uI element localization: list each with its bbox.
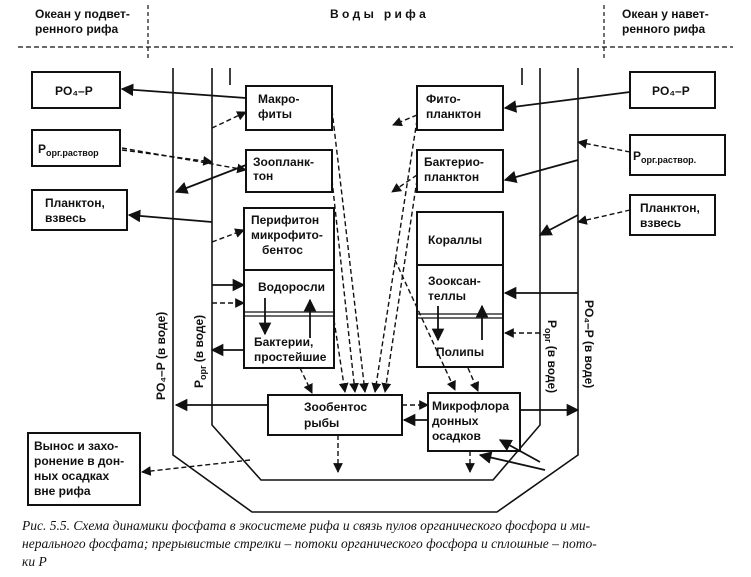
macrophytes-box [245, 85, 333, 131]
darrow-right-porg-to-channel [577, 138, 631, 153]
bacteria-line2: простейшие [254, 350, 327, 364]
bottom-boxes: Зообентос рыбы Микрофлора донных осадков [267, 392, 521, 452]
dashed-arrows [121, 109, 631, 476]
periphyton-line3: бентос [262, 243, 303, 257]
right-po4-label: PO₄–P [652, 84, 690, 98]
periphyton-line2: микрофито- [251, 228, 323, 242]
figure-caption: Рис. 5.5. Схема динамики фосфата в экоси… [21, 518, 597, 569]
right-porg-box [629, 134, 726, 176]
zoobenthos-line1: Зообентос [304, 400, 367, 414]
corals-box [416, 211, 504, 368]
zooxanthellae-line2: теллы [428, 289, 466, 303]
right-plankton-line1: Планктон, [640, 201, 700, 215]
caption-line1: Рис. 5.5. Схема динамики фосфата в экоси… [21, 518, 591, 533]
zoobenthos-box [267, 394, 403, 436]
darrow-zoo-to-zoobenthos [331, 179, 359, 393]
channel-inner [229, 68, 523, 85]
right-po4-box [629, 71, 716, 109]
darrow-left-porg-to-zoo [121, 147, 247, 174]
header-left-line1: Океан у подвет- [35, 7, 130, 21]
inner-right-boxes: Фито- планктон Бактерио- планктон Коралл… [416, 85, 504, 368]
darrow-bacteria-to-zoobenthos [299, 367, 313, 394]
bacterioplankton-line2: планктон [424, 170, 479, 184]
arrow-microflora-to-channel [498, 439, 541, 463]
left-plankton-line1: Планктон, [45, 196, 105, 210]
phytoplankton-line2: планктон [426, 107, 481, 121]
darrow-left-channel-to-periphyton [211, 228, 245, 243]
right-inner-channel-label: Pорг(в воде) [543, 320, 559, 393]
darrow-bacterio-to-zoobenthos [381, 179, 418, 393]
caption-line3: ки Р [22, 554, 47, 569]
right-plankton-box [629, 194, 716, 236]
left-ocean-boxes: PO₄–P Pорг.раствор Планктон, взвесь Выно… [27, 71, 141, 506]
bacterioplankton-line1: Бактерио- [424, 155, 484, 169]
left-export-line2: ронение в дон- [34, 454, 124, 468]
darrow-bacterio-to-zoo [391, 174, 418, 193]
right-outer-channel-label: PO₄–P (в воде) [582, 300, 596, 388]
periphyton-line1: Перифитон [251, 213, 319, 227]
arrow-left-channel-to-plankton [127, 209, 213, 223]
solid-arrows [120, 83, 631, 471]
darrow-polyps-to-microflora [467, 367, 479, 392]
darrow-phyto-to-channel [392, 114, 418, 127]
darrow-channel-to-macro [211, 111, 247, 129]
microflora-line3: осадков [432, 429, 481, 443]
macrophytes-line1: Макро- [258, 92, 299, 106]
left-export-line4: вне рифа [34, 484, 91, 498]
darrow-macro-to-zoobenthos [331, 109, 369, 393]
darrow-bottom-to-export [141, 459, 251, 476]
algae-label: Водоросли [258, 280, 325, 294]
left-inner-channel-label: Pорг(в воде) [192, 315, 208, 388]
corals-label: Кораллы [428, 233, 482, 247]
macrophytes-line2: фиты [258, 107, 292, 121]
left-po4-label: PO₄–P [55, 84, 93, 98]
left-po4-box [31, 71, 121, 109]
left-export-box [27, 432, 141, 506]
left-export-line3: ных осадках [34, 469, 109, 483]
darrow-left-porg-to-channel [121, 149, 213, 166]
arrow-macro-to-left-po4 [120, 83, 247, 99]
phytoplankton-line1: Фито- [426, 92, 461, 106]
arrow-zoo-to-left-channel [174, 164, 247, 194]
left-outer-channel-label: PO₄–P (в воде) [154, 312, 168, 400]
polyps-label: Полипы [436, 345, 484, 359]
phytoplankton-box [416, 85, 504, 131]
right-ocean-boxes: PO₄–P Pорг.раствор. Планктон, взвесь [629, 71, 726, 236]
periphyton-box [243, 207, 335, 369]
left-plankton-line2: взвесь [45, 211, 86, 225]
header-center: В о д ы р и ф а [330, 7, 426, 21]
microflora-line1: Микрофлора [432, 399, 509, 413]
right-porg-label: Pорг.раствор. [633, 149, 696, 165]
darrow-phyto-to-zoobenthos [371, 119, 418, 393]
right-plankton-line2: взвесь [640, 216, 681, 230]
arrow-right-channel-to-corals [538, 214, 579, 236]
darrow-periphyton-to-zoobenthos [333, 319, 349, 393]
bacteria-line1: Бактерии, [254, 335, 313, 349]
zooplankton-line2: тон [253, 169, 273, 183]
left-porg-label: Pорг.раствор [38, 142, 99, 158]
header-right-line2: ренного рифа [622, 22, 706, 36]
header-left-line2: ренного рифа [35, 22, 119, 36]
darrow-right-plankton-to-channel [577, 209, 631, 225]
arrow-right-po4-to-phyto [503, 91, 631, 113]
arrow-microflora-bottom-right [478, 451, 546, 471]
channel-outer [172, 68, 579, 513]
left-plankton-box [31, 189, 128, 231]
header: Океан у подвет- ренного рифа В о д ы р и… [18, 5, 733, 58]
channel-middle [211, 68, 541, 481]
channel-labels: PO₄–P (в воде) Pорг(в воде) Pорг(в воде)… [154, 300, 596, 400]
left-porg-box [31, 129, 121, 167]
zoobenthos-line2: рыбы [304, 416, 339, 430]
header-right-line1: Океан у навет- [622, 7, 709, 21]
bacterioplankton-box [416, 149, 504, 193]
inner-left-boxes: Макро- фиты Зоопланк- тон Перифитон микр… [243, 85, 335, 369]
microflora-line2: донных [432, 414, 479, 428]
zooxanthellae-line1: Зооксан- [428, 274, 481, 288]
water-channels [172, 68, 579, 513]
caption-line2: нерального фосфата; прерывистые стрелки … [22, 536, 597, 551]
zooplankton-line1: Зоопланк- [253, 155, 314, 169]
arrow-right-channel-to-bacterio [503, 159, 579, 184]
left-export-line1: Вынос и захо- [34, 439, 118, 453]
